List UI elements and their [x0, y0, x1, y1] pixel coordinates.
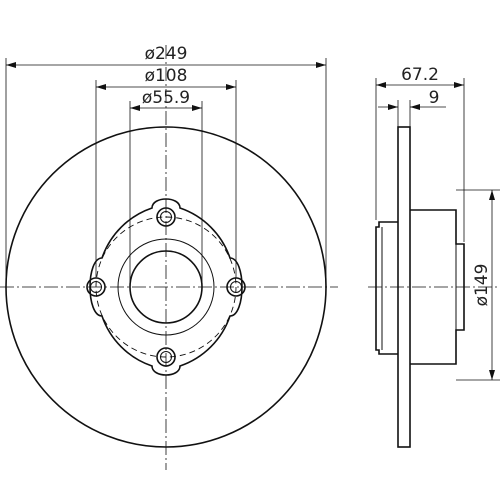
- dimension-disc-thickness: 9: [378, 88, 446, 127]
- disc-thickness-label: 9: [429, 88, 440, 108]
- bore-chamfer: [117, 238, 215, 336]
- hat-diameter-label: ø149: [472, 264, 492, 307]
- side-view: 67.2 9 ø149: [368, 65, 500, 448]
- dimension-hat-diameter: ø149: [456, 189, 500, 381]
- dimension-bolt-circle: ø108: [95, 66, 237, 278]
- bolt-hole-top: [156, 207, 176, 227]
- hat-contour: [89, 198, 243, 376]
- center-bore-label: ø55.9: [142, 88, 190, 108]
- bolt-circle: [95, 216, 237, 358]
- disc-ring-section: [397, 126, 411, 448]
- dimension-overall-height: 67.2: [375, 65, 465, 242]
- front-view: ø249 ø108 ø55.9: [0, 44, 338, 470]
- hub-flange: [375, 221, 398, 355]
- dimension-outer-diameter: ø249: [5, 44, 327, 287]
- bolt-circle-label: ø108: [145, 66, 188, 86]
- bolt-hole-bottom: [156, 347, 176, 367]
- outer-diameter-label: ø249: [145, 44, 188, 64]
- hat-section: [410, 209, 465, 365]
- overall-height-label: 67.2: [401, 65, 439, 85]
- dimension-center-bore: ø55.9: [129, 88, 203, 287]
